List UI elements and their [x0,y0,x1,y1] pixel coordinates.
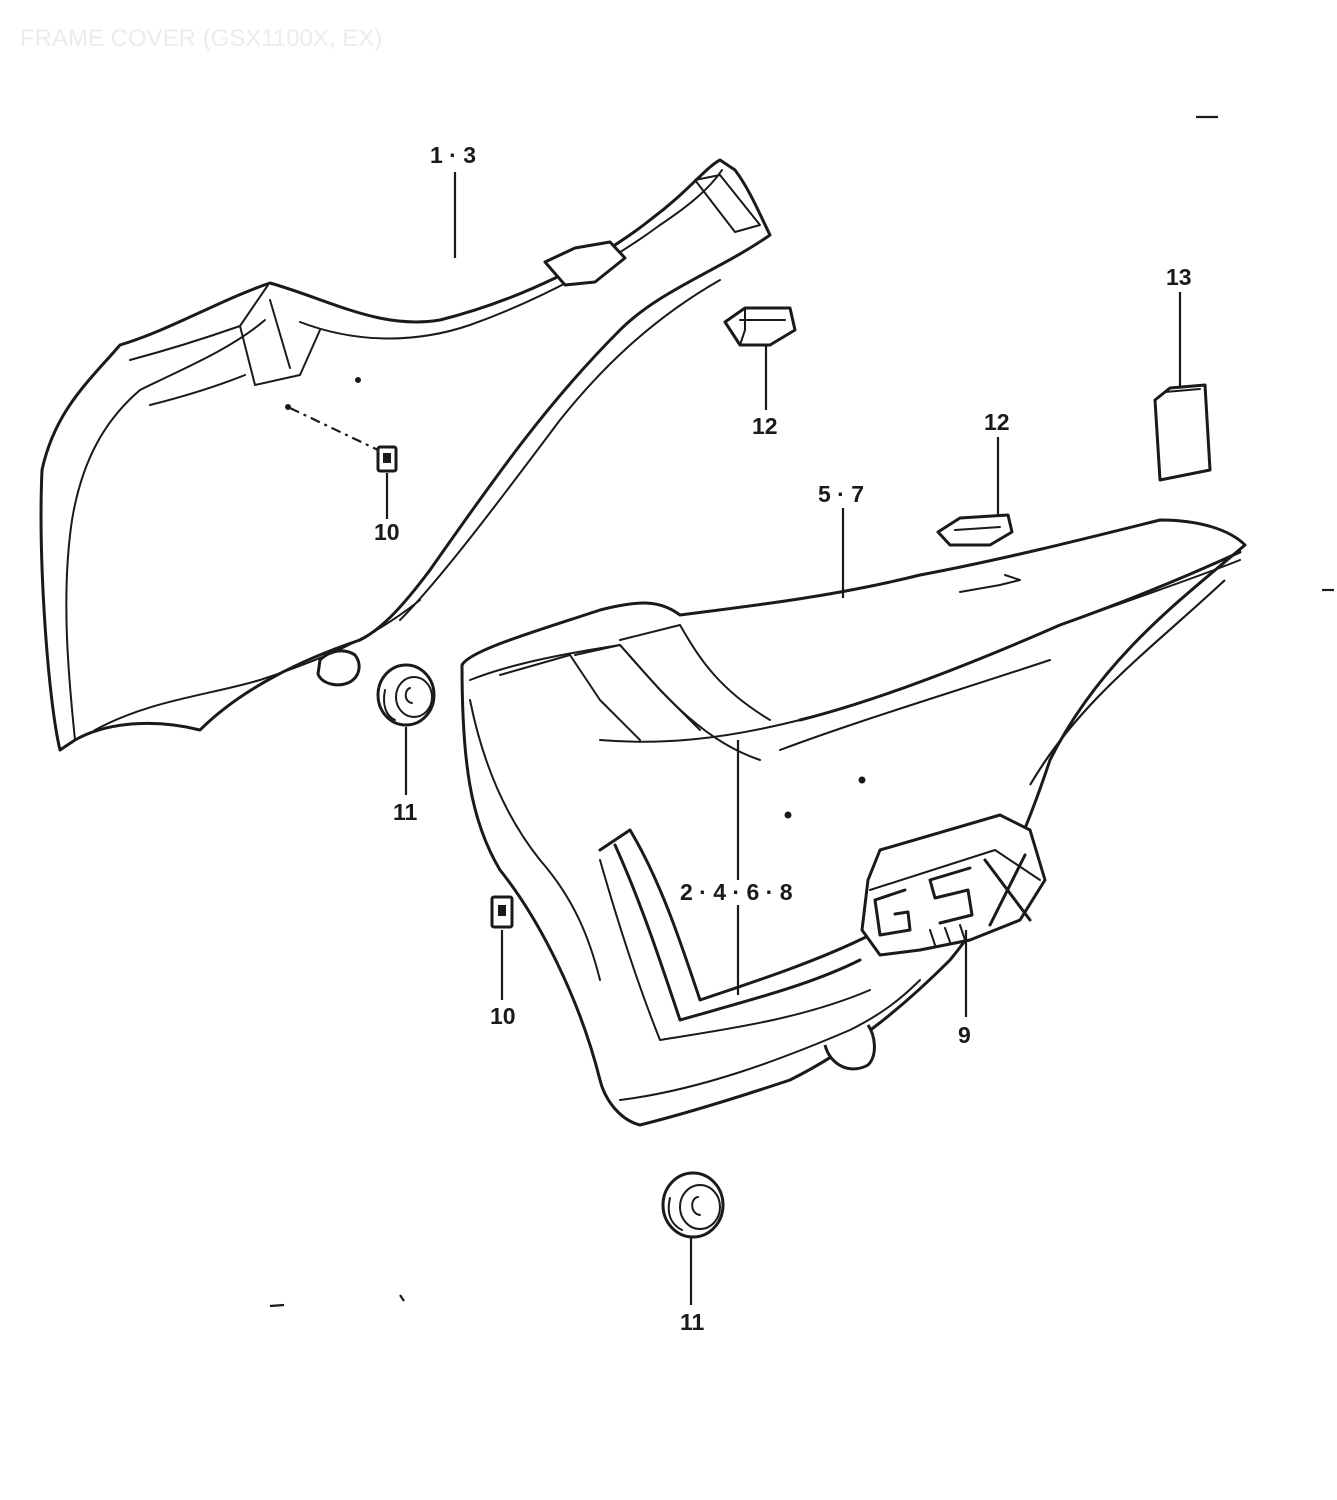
callout-1-3: 1 · 3 [430,142,476,168]
left-frame-cover [39,158,772,752]
grommet-upper [376,663,436,727]
callout-11-lower: 11 [680,1309,705,1335]
bracket-lower [936,513,1014,547]
callout-10-lower: 10 [490,1003,516,1029]
callout-12-upper: 12 [752,413,778,439]
callout-5-7: 5 · 7 [818,481,864,507]
right-frame-cover [460,518,1247,1127]
callout-12-lower: 12 [984,409,1010,435]
scan-mark [269,1303,285,1308]
bracket-upper [723,306,797,347]
leader-emblem-arc [1029,579,1226,786]
gsx-emblem [860,813,1047,957]
scan-mark [399,1294,405,1302]
diagram-title: FRAME COVER (GSX1100X, EX) [20,25,382,52]
callout-11-upper: 11 [393,799,418,825]
grommet-lower [661,1171,725,1239]
callout-9: 9 [958,1022,971,1048]
clip-lower [490,895,514,929]
callout-10-upper: 10 [374,519,400,545]
cushion-pad [1153,383,1212,482]
callout-13: 13 [1166,264,1192,290]
callout-2-4-6-8: 2 · 4 · 6 · 8 [680,879,793,905]
